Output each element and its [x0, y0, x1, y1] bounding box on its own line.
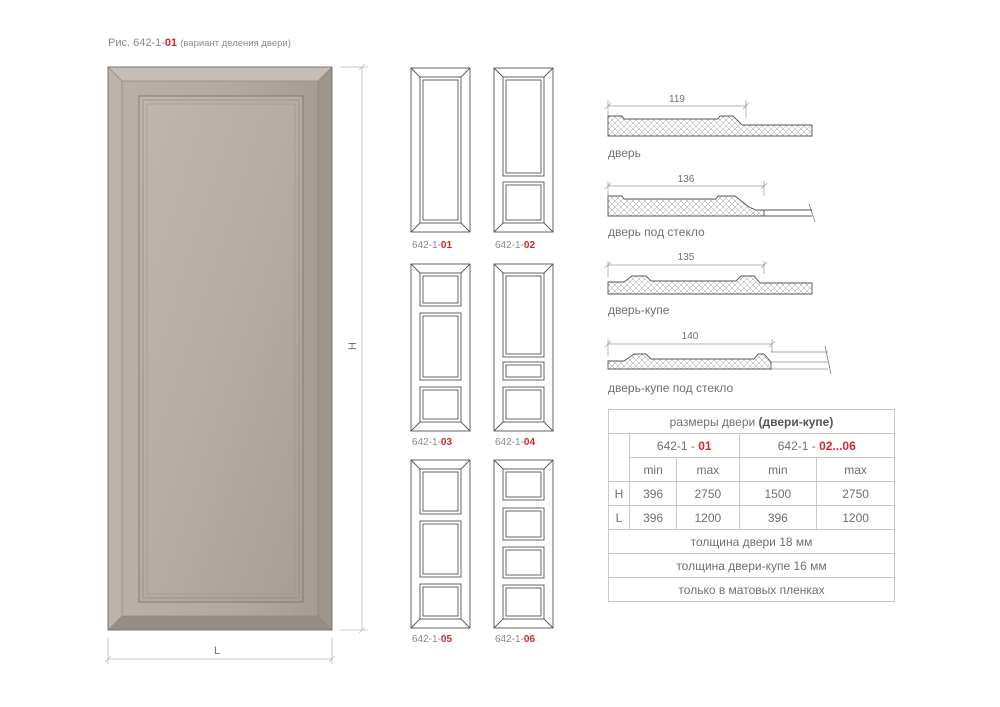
variant-label: 642-1-06 [495, 634, 535, 645]
group-prefix: 642-1 - [777, 438, 820, 453]
table-group-header: 642-1 - 01 [629, 433, 740, 458]
door-variants [410, 67, 554, 629]
row-label: H [608, 481, 630, 506]
variant-label: 642-1-02 [495, 240, 535, 251]
table-note: толщина двери-купе 16 мм [608, 553, 895, 578]
figure-caption: Рис. 642-1-01 (вариант деления двери) [108, 37, 291, 49]
variant-06-drawing [493, 459, 554, 629]
group-code: 01 [698, 438, 712, 453]
variant-code: 05 [440, 634, 453, 645]
variant-prefix: 642-1- [412, 634, 441, 645]
table-cell: 1500 [738, 481, 818, 506]
table-cell: 396 [738, 505, 818, 530]
variant-02-drawing [493, 67, 554, 233]
variant-prefix: 642-1- [412, 240, 441, 251]
dimensions-table: размеры двери (двери-купе) 642-1 - 01 64… [608, 409, 895, 602]
variant-code: 02 [523, 240, 536, 251]
max-header: max [676, 457, 740, 482]
table-row: L 396 1200 396 1200 [608, 505, 895, 530]
table-cell: 396 [628, 505, 678, 530]
row-label: L [608, 505, 630, 530]
max-header: max [816, 457, 895, 482]
variant-code: 03 [440, 437, 453, 448]
table-note: толщина двери 18 мм [608, 529, 895, 554]
profile-sections [607, 115, 832, 375]
table-row: H 396 2750 1500 2750 [608, 481, 895, 506]
profile-label: дверь под стекло [608, 225, 705, 239]
profile-label: дверь-купе [608, 303, 670, 317]
group-code: 02...06 [819, 438, 856, 453]
variant-label: 642-1-03 [412, 437, 452, 448]
profile-width: 135 [677, 252, 695, 263]
variant-label: 642-1-04 [495, 437, 535, 448]
table-cell: 2750 [676, 481, 740, 506]
caption-prefix: Рис. 642-1- [108, 37, 165, 49]
table-title: размеры двери (двери-купе) [608, 409, 895, 434]
variant-03-drawing [410, 263, 471, 432]
min-header: min [628, 457, 678, 482]
table-title-plain: размеры двери [669, 414, 759, 429]
dimension-lines [104, 63, 368, 664]
variant-code: 04 [523, 437, 536, 448]
variant-prefix: 642-1- [495, 437, 524, 448]
profile-width: 136 [677, 174, 695, 185]
variant-label: 642-1-05 [412, 634, 452, 645]
group-prefix: 642-1 - [656, 438, 699, 453]
variant-01-drawing [410, 67, 471, 233]
table-cell: 2750 [816, 481, 895, 506]
profile-width: 140 [681, 331, 699, 342]
variant-prefix: 642-1- [495, 240, 524, 251]
variant-prefix: 642-1- [412, 437, 441, 448]
table-title-bold: (двери-купе) [758, 414, 834, 429]
variant-label: 642-1-01 [412, 240, 452, 251]
table-group-header: 642-1 - 02...06 [738, 433, 895, 458]
variant-05-drawing [410, 459, 471, 629]
profile-dimension-lines [604, 100, 776, 356]
variant-code: 01 [440, 240, 453, 251]
variant-04-drawing [493, 263, 554, 432]
height-dimension-label: H [346, 342, 359, 350]
profile-width: 119 [669, 94, 685, 105]
profile-label: дверь-купе под стекло [608, 381, 734, 395]
table-cell: 1200 [816, 505, 895, 530]
main-door-illustration [107, 66, 333, 631]
table-note: только в матовых пленках [608, 577, 895, 602]
min-header: min [738, 457, 818, 482]
caption-code: 01 [164, 37, 178, 49]
table-cell: 1200 [676, 505, 740, 530]
variant-prefix: 642-1- [495, 634, 524, 645]
width-dimension-label: L [214, 645, 221, 657]
table-corner-cell [608, 433, 630, 458]
table-cell: 396 [628, 481, 678, 506]
variant-code: 06 [523, 634, 536, 645]
table-corner-cell [608, 457, 630, 482]
caption-note: (вариант деления двери) [180, 38, 291, 49]
profile-label: дверь [608, 146, 641, 160]
